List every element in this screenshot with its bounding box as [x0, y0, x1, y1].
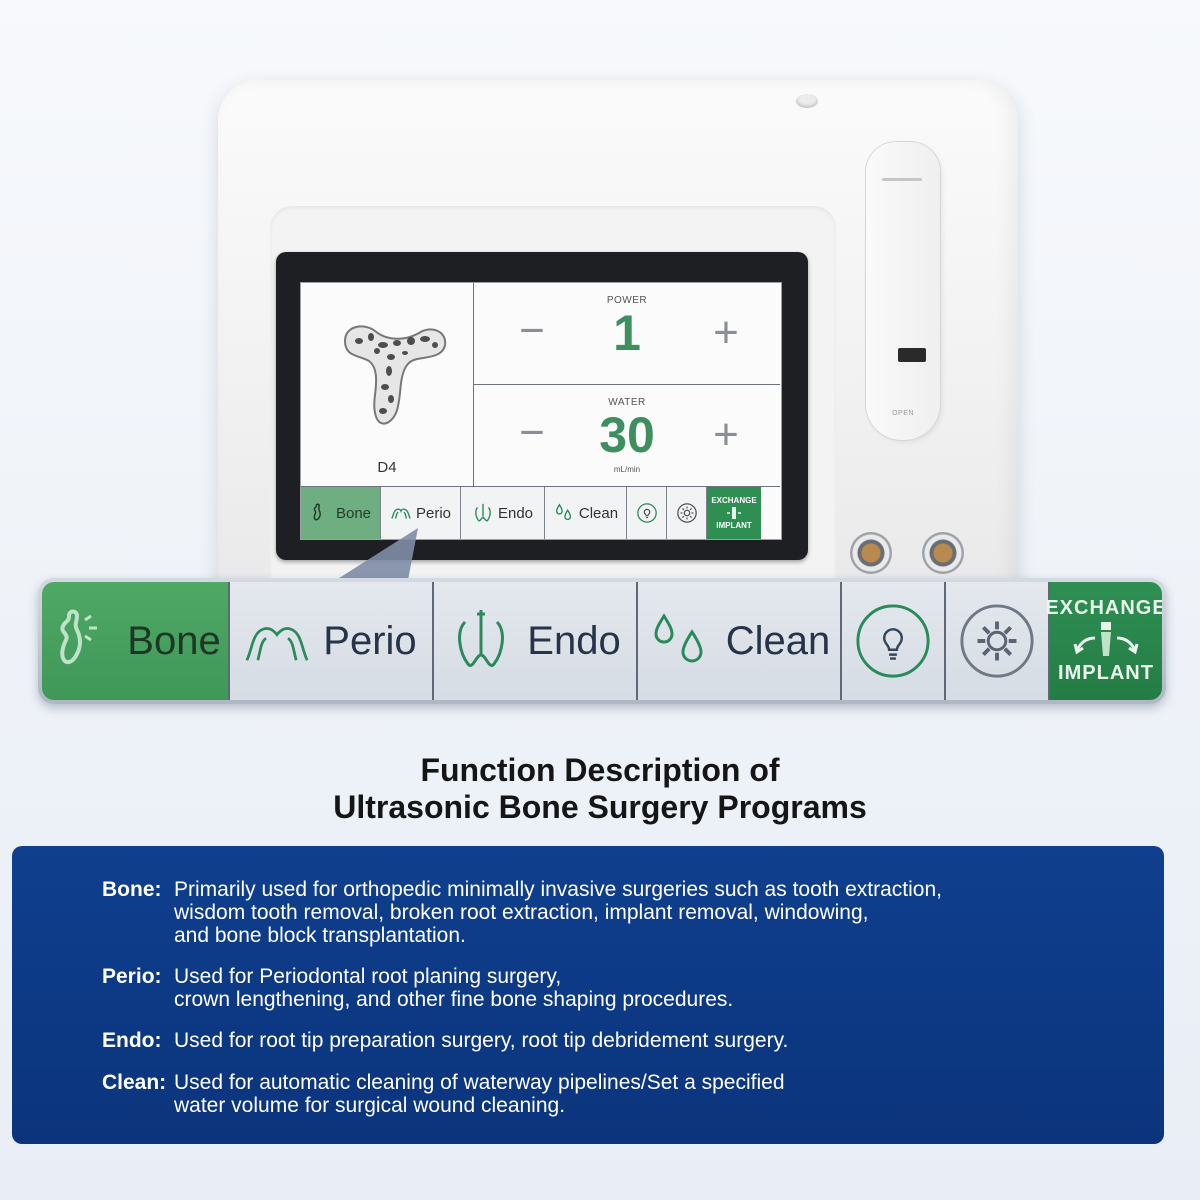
perio-icon [245, 627, 309, 661]
tab-bone-label: Bone [127, 618, 221, 663]
screen-implant-label: IMPLANT [716, 521, 752, 530]
tab-clean-label: Clean [725, 618, 831, 663]
water-value: 30 [599, 407, 655, 463]
tab-perio-label: Perio [323, 618, 417, 663]
description-term: Perio: [102, 965, 162, 988]
tab-clean[interactable]: Clean [638, 582, 842, 700]
description-term: Clean: [102, 1071, 167, 1094]
description-clean: Clean: Used for automatic cleaning of wa… [102, 1071, 1102, 1117]
bone-density-label: D4 [377, 459, 397, 476]
heading-line-2: Ultrasonic Bone Surgery Programs [333, 789, 867, 825]
tab-endo-label: Endo [527, 618, 621, 663]
description-text: Primarily used for orthopedic minimally … [174, 878, 1102, 947]
lid-slot [882, 178, 922, 181]
description-line: Used for Periodontal root planing surger… [174, 965, 562, 988]
description-perio: Perio: Used for Periodontal root planing… [102, 965, 1102, 1011]
light-icon [856, 604, 930, 678]
tab-settings[interactable] [946, 582, 1050, 700]
description-line: water volume for surgical wound cleaning… [174, 1094, 566, 1117]
description-term: Endo: [102, 1029, 162, 1052]
endo-icon [458, 610, 505, 667]
screen-tab-perio[interactable]: Perio [381, 487, 461, 539]
light-icon [636, 503, 657, 523]
implant-label: IMPLANT [1058, 662, 1154, 684]
handpiece-port[interactable] [850, 532, 892, 574]
clean-icon [555, 503, 571, 521]
power-plus-button[interactable]: + [713, 308, 739, 357]
exchange-implant-icon [1073, 622, 1139, 656]
exchange-implant-icon [727, 507, 741, 519]
settings-icon [676, 503, 697, 523]
description-line: crown lengthening, and other fine bone s… [174, 988, 734, 1011]
water-plus-button[interactable]: + [713, 410, 739, 459]
description-text: Used for Periodontal root planing surger… [174, 965, 1102, 1011]
description-text: Used for automatic cleaning of waterway … [174, 1071, 1102, 1117]
description-text: Used for root tip preparation surgery, r… [174, 1029, 1102, 1052]
bone-density-area[interactable]: D4 [301, 283, 474, 487]
screen-light-button[interactable] [627, 487, 667, 539]
enlarged-tab-bar: Bone Perio Endo Clean [38, 578, 1166, 704]
tab-light[interactable] [842, 582, 946, 700]
description-bone: Bone: Primarily used for orthopedic mini… [102, 878, 1102, 947]
settings-icon [960, 604, 1034, 678]
power-minus-button[interactable]: − [519, 306, 545, 355]
bone-density-icon [343, 325, 447, 425]
description-panel: Bone: Primarily used for orthopedic mini… [12, 846, 1164, 1144]
description-line: Used for root tip preparation surgery, r… [174, 1029, 789, 1052]
water-control: WATER − 30 mL/min + [474, 385, 780, 487]
water-minus-button[interactable]: − [519, 408, 545, 457]
screen-settings-button[interactable] [667, 487, 707, 539]
section-heading: Function Description of Ultrasonic Bone … [0, 752, 1200, 826]
touch-screen: D4 POWER − 1 + WATER − 30 mL/min + Bone [300, 282, 782, 540]
bone-icon [60, 609, 98, 665]
top-knob [796, 94, 818, 108]
description-line: and bone block transplantation. [174, 924, 466, 947]
screen-tab-bar: Bone Perio Endo Clean [301, 487, 781, 539]
screen-tab-endo[interactable]: Endo [461, 487, 545, 539]
description-endo: Endo: Used for root tip preparation surg… [102, 1029, 1102, 1052]
ultrasonic-surgery-device: D4 POWER − 1 + WATER − 30 mL/min + Bone [218, 80, 1018, 600]
screen-exchange-label: EXCHANGE [711, 496, 757, 505]
power-value: 1 [613, 305, 641, 361]
water-unit: mL/min [613, 465, 641, 474]
bone-icon [313, 503, 321, 521]
power-control: POWER − 1 + [474, 283, 780, 385]
tab-endo[interactable]: Endo [434, 582, 638, 700]
lid-clip [898, 348, 926, 362]
perio-icon [391, 508, 411, 519]
tab-exchange-implant[interactable]: EXCHANGE IMPLANT [1045, 582, 1162, 700]
screen-tab-clean[interactable]: Clean [545, 487, 627, 539]
exchange-label: EXCHANGE [1045, 597, 1162, 619]
screen-tab-endo-label: Endo [497, 504, 534, 522]
endo-icon [475, 503, 491, 522]
screen-tab-perio-label: Perio [415, 504, 452, 522]
description-line: wisdom tooth removal, broken root extrac… [174, 901, 869, 924]
screen-tab-clean-label: Clean [578, 504, 619, 522]
bottle-holder-lid[interactable]: OPEN [866, 142, 940, 440]
screen-tab-bone-label: Bone [335, 504, 372, 522]
foot-pedal-port[interactable] [922, 532, 964, 574]
power-label: POWER [606, 295, 648, 306]
heading-line-1: Function Description of [420, 752, 780, 788]
clean-icon [654, 613, 703, 663]
lid-open-label: OPEN [892, 410, 914, 417]
tab-perio[interactable]: Perio [230, 582, 434, 700]
description-term: Bone: [102, 878, 162, 901]
callout-pointer [336, 528, 418, 580]
screen-exchange-implant-button[interactable]: EXCHANGE IMPLANT [707, 487, 761, 539]
description-line: Primarily used for orthopedic minimally … [174, 878, 942, 901]
screen-tab-bone[interactable]: Bone [301, 487, 381, 539]
screen-bezel: D4 POWER − 1 + WATER − 30 mL/min + Bone [276, 252, 808, 560]
tab-bone[interactable]: Bone [42, 582, 230, 700]
water-label: WATER [608, 397, 646, 408]
description-line: Used for automatic cleaning of waterway … [174, 1071, 785, 1094]
